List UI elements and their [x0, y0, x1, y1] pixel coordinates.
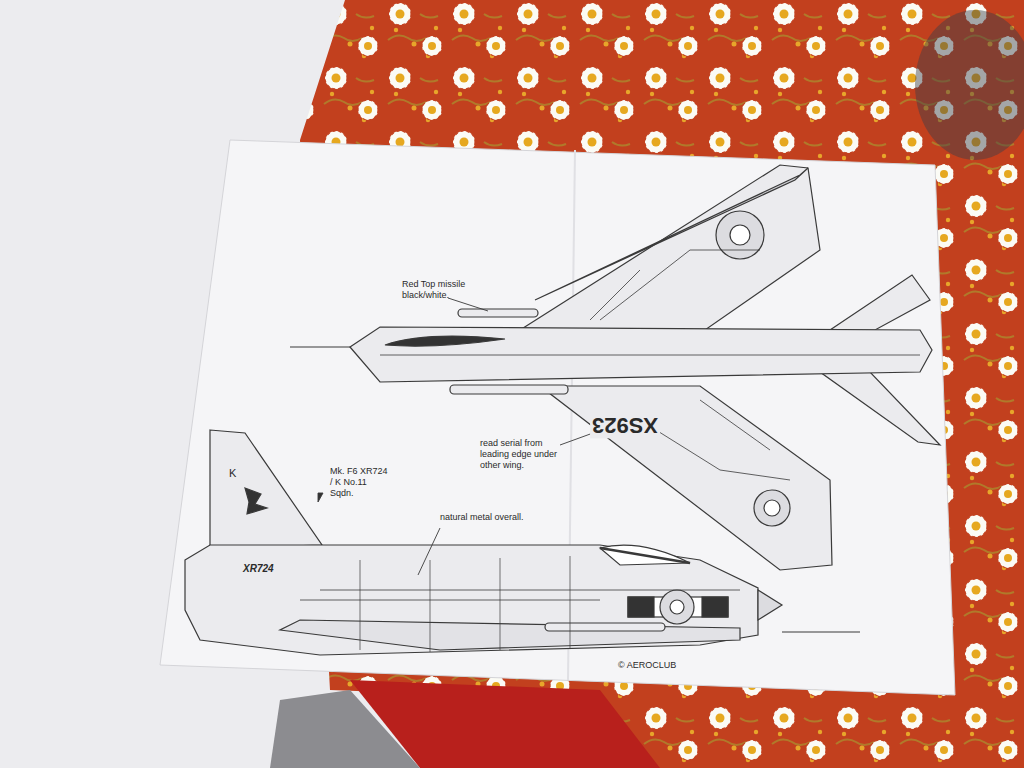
- leader-lines: [318, 298, 615, 575]
- callout-note: Red Top missile black/white.: [402, 279, 480, 301]
- aircraft-caption: Mk. F6 XR724 / K No.11 Sqdn.: [330, 466, 392, 498]
- callout-note: natural metal overall.: [440, 512, 550, 523]
- serial-marking: XS923: [590, 412, 660, 438]
- plan-view-aircraft: [290, 165, 940, 570]
- copyright-note: © AEROCLUB: [618, 660, 676, 671]
- code-letter: K: [227, 467, 238, 480]
- callout-note: read serial from leading edge under othe…: [480, 438, 560, 470]
- serial-marking: XR724: [241, 563, 276, 575]
- side-view-aircraft: [185, 430, 860, 655]
